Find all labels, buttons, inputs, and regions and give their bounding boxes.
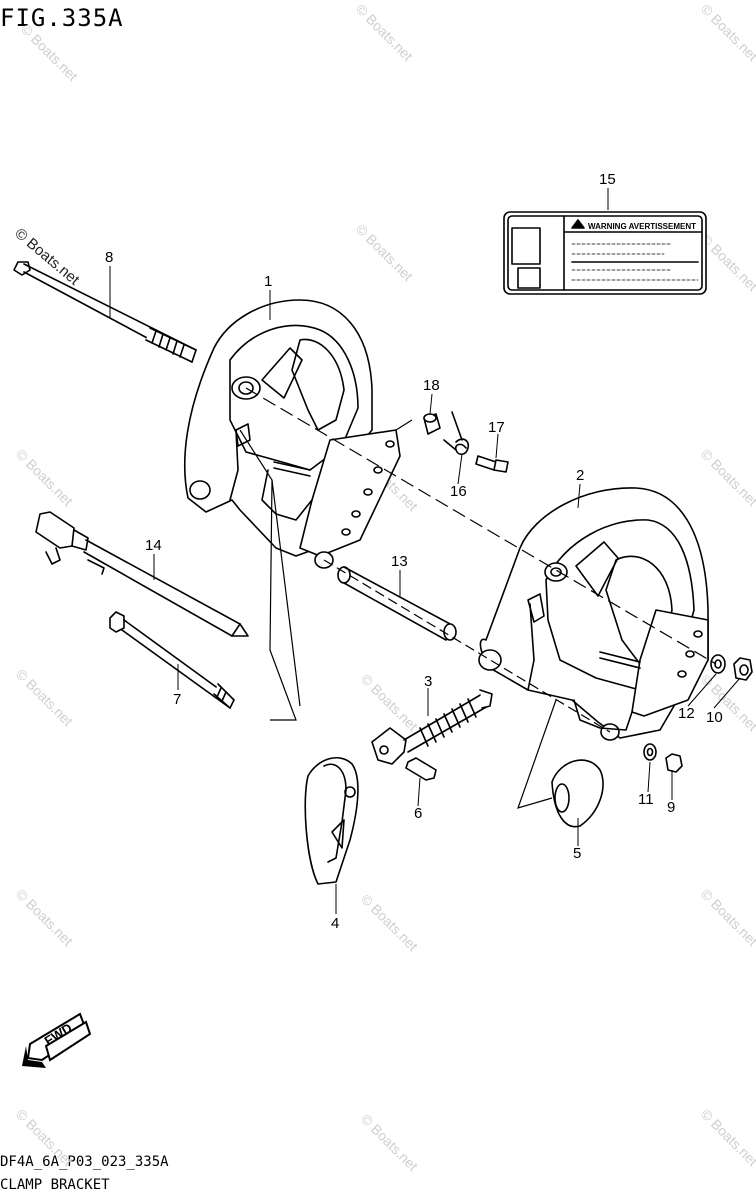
callout-18: 18	[423, 377, 440, 394]
warning-label-text: WARNING AVERTISSEMENT	[588, 222, 696, 231]
part-11-washer	[643, 743, 657, 761]
callout-17: 17	[488, 419, 505, 436]
fwd-arrow: FWD	[22, 1012, 92, 1068]
watermark: © Boats.net	[358, 891, 421, 954]
watermark: © Boats.net	[13, 1106, 76, 1169]
part-4-pad	[304, 756, 359, 885]
callout-16: 16	[450, 483, 467, 500]
callout-4: 4	[331, 915, 339, 932]
part-7-bolt	[109, 611, 235, 709]
part-10-nut	[733, 657, 753, 681]
watermark: © Boats.net	[698, 446, 756, 509]
watermark: © Boats.net	[358, 671, 421, 734]
watermark: © Boats.net	[698, 1, 756, 64]
part-8-bolt	[13, 261, 197, 363]
callout-13: 13	[391, 553, 408, 570]
diagram-code: DF4A_6A_P03_023_335A	[0, 1154, 169, 1170]
callout-9: 9	[667, 799, 675, 816]
figure-title: FIG.335A	[0, 4, 124, 32]
callout-12: 12	[678, 705, 695, 722]
watermark: © Boats.net	[13, 666, 76, 729]
callout-7: 7	[173, 691, 181, 708]
watermark: © Boats.net	[353, 221, 416, 284]
part-2-clamp-bracket	[478, 487, 709, 741]
part-18-collar	[423, 413, 441, 435]
leader-lines	[109, 188, 741, 914]
watermark-dark: © Boats.net	[11, 225, 83, 289]
callout-6: 6	[414, 805, 422, 822]
callout-3: 3	[424, 673, 432, 690]
part-15-warning-label	[503, 211, 707, 295]
part-1-clamp-bracket	[183, 299, 401, 569]
watermark: © Boats.net	[18, 21, 81, 84]
callout-5: 5	[573, 845, 581, 862]
watermark: © Boats.net	[358, 1111, 421, 1174]
part-14-shaft	[35, 511, 249, 637]
assembly-lines	[239, 387, 717, 809]
part-13-pin	[337, 566, 457, 641]
callout-layer: 1 2 3 4 5 6 7 8 9 10 11 12 13 14 15 16 1…	[105, 171, 723, 932]
callout-2: 2	[576, 467, 584, 484]
watermark: © Boats.net	[698, 886, 756, 949]
callout-1: 1	[264, 273, 272, 290]
callout-8: 8	[105, 249, 113, 266]
diagram-name: CLAMP BRACKET	[0, 1177, 110, 1193]
part-6-key	[405, 757, 437, 781]
part-5-cap	[551, 759, 604, 828]
part-16-spring	[443, 411, 470, 456]
callout-14: 14	[145, 537, 162, 554]
watermark: © Boats.net	[698, 1106, 756, 1169]
callout-10: 10	[706, 709, 723, 726]
watermark: © Boats.net	[353, 1, 416, 64]
callout-11: 11	[638, 791, 654, 808]
callout-15: 15	[599, 171, 616, 188]
part-9-nut	[665, 753, 683, 773]
watermark: © Boats.net	[13, 446, 76, 509]
part-17-bolt	[475, 455, 509, 473]
part-12-washer	[710, 654, 726, 674]
watermark: © Boats.net	[13, 886, 76, 949]
part-3-screw	[371, 689, 493, 765]
